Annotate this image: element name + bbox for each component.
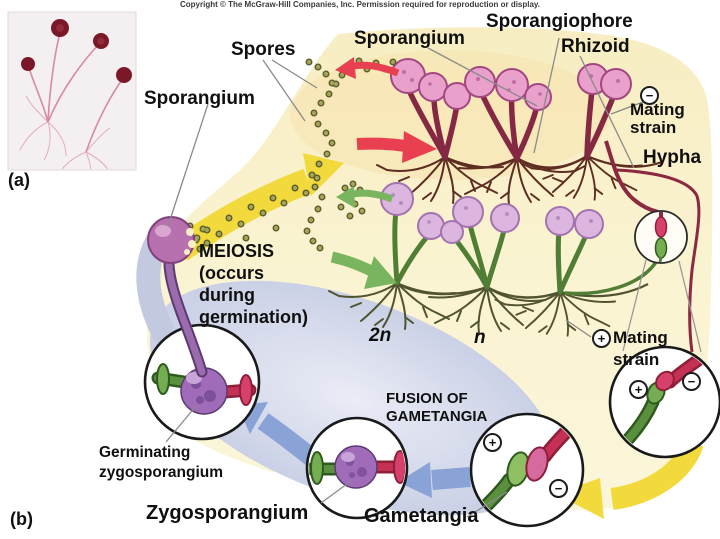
label-gametangia: Gametangia xyxy=(364,505,479,527)
label-sporangium-left: Sporangium xyxy=(144,88,255,109)
germinating-zygosporangium-circle xyxy=(143,323,261,441)
magnifier-lines xyxy=(622,259,702,353)
label-sporangiophore: Sporangiophore xyxy=(486,11,633,32)
minus-hypha xyxy=(604,140,701,353)
panel-b-label: (b) xyxy=(10,509,33,529)
label-germinating-zygosporangium: Germinating zygosporangium xyxy=(99,444,224,481)
spore-release-arrow-green xyxy=(336,186,394,208)
plus-hypha xyxy=(564,260,658,296)
leader-lines xyxy=(165,37,644,518)
plus-symbol-gametangia-circle: + xyxy=(483,433,502,452)
plus-strain-colony xyxy=(328,182,649,337)
label-sporangium-top: Sporangium xyxy=(354,28,465,49)
label-spores: Spores xyxy=(231,39,296,60)
copyright-notice: Copyright © The McGraw-Hill Companies, I… xyxy=(179,0,541,9)
gametangia-magnified-circle xyxy=(469,412,585,528)
minus-mating-strain-symbol: − xyxy=(640,86,659,105)
label-ploidy-n: n xyxy=(474,327,486,348)
label-meiosis: MEIOSIS (occurs during germination) xyxy=(199,241,309,327)
label-rhizoid: Rhizoid xyxy=(561,36,630,57)
zygosporangium-magnified-circle xyxy=(305,416,409,520)
germination-arrow-red xyxy=(356,131,437,163)
minus-strain-colony xyxy=(376,58,663,205)
label-hypha: Hypha xyxy=(643,147,702,168)
germinated-sporangium xyxy=(147,216,208,378)
label-zygosporangium: Zygosporangium xyxy=(146,502,309,524)
minus-symbol-contact-circle: − xyxy=(682,372,701,391)
minus-symbol-gametangia-circle: − xyxy=(549,479,568,498)
mating-contact-magnified-circle xyxy=(608,345,720,459)
micrograph-photo xyxy=(7,11,137,171)
label-mating-strain-plus: Mating strain xyxy=(613,328,668,369)
hyphal-contact-circle xyxy=(634,210,688,264)
plus-mating-strain-symbol: + xyxy=(592,329,611,348)
label-ploidy-2n: 2n xyxy=(369,325,392,346)
plus-symbol-contact-circle: + xyxy=(629,380,648,399)
spore-dots xyxy=(182,57,397,253)
label-mating-strain-minus: Mating strain xyxy=(630,100,685,137)
panel-a-label: (a) xyxy=(8,170,30,190)
spore-release-arrow-red xyxy=(335,57,400,79)
germination-arrow-green xyxy=(330,251,397,289)
label-fusion-of-gametangia: FUSION OF GAMETANGIA xyxy=(386,390,488,425)
gametangia-to-zygosporangium-arrow xyxy=(398,462,471,498)
